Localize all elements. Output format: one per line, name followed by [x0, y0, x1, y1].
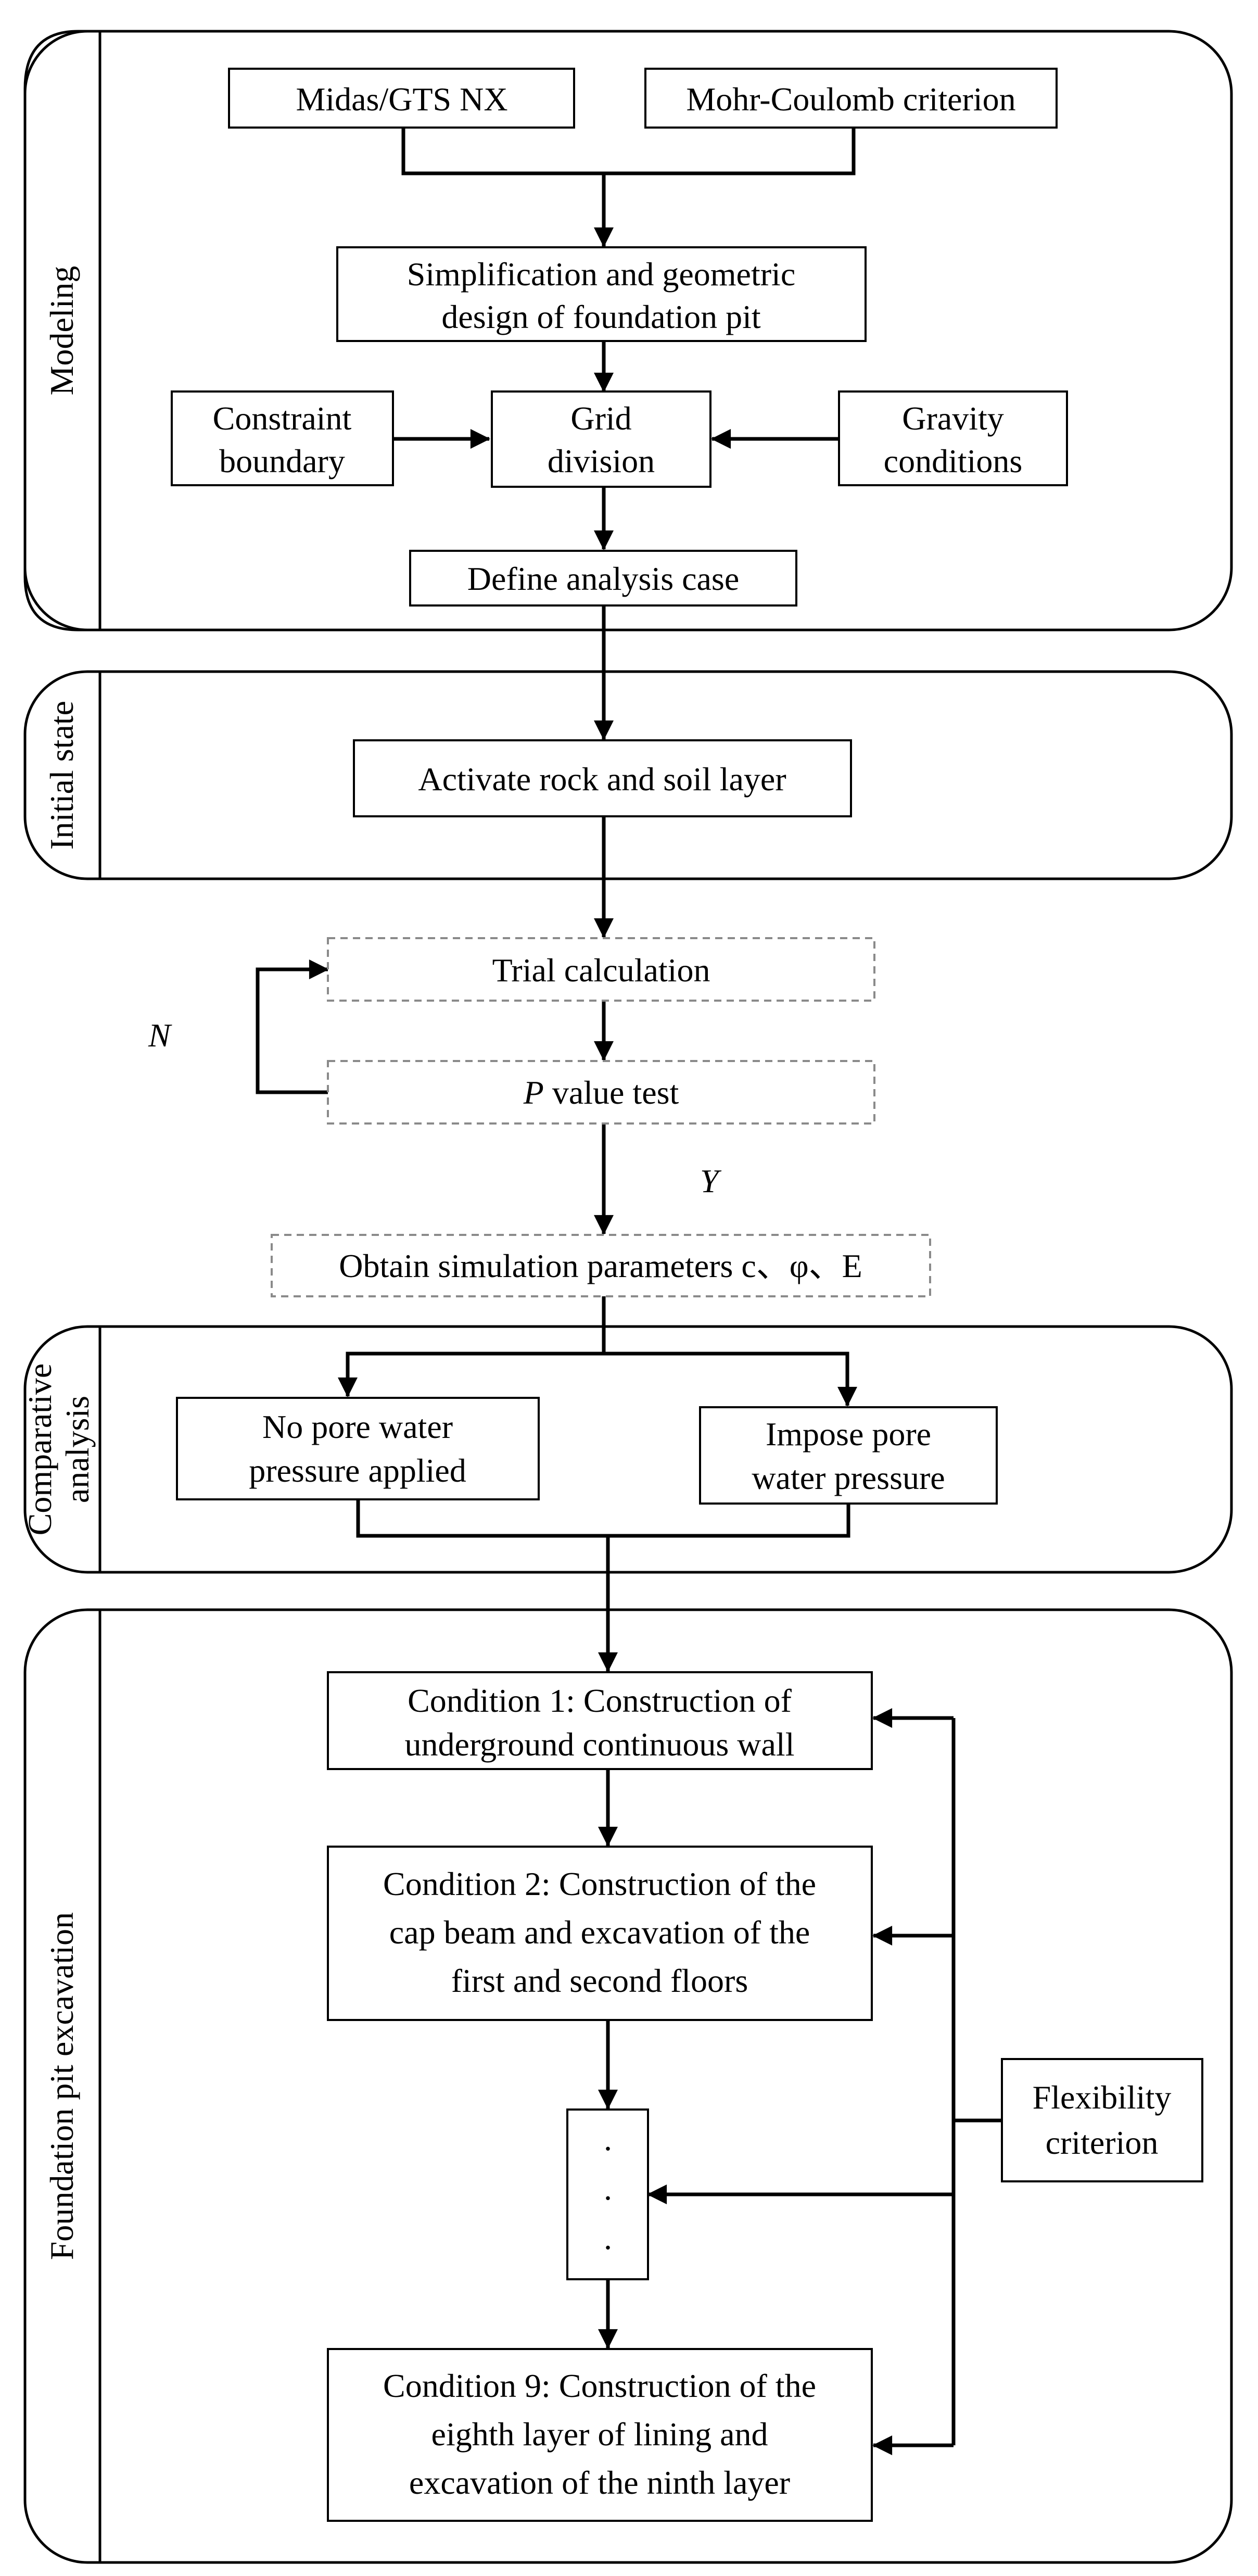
ellipsis-dot-3: .	[604, 2219, 612, 2256]
p-variable: P	[523, 1074, 544, 1111]
svg-text:division: division	[548, 443, 655, 479]
node-constraint-boundary: Constraint boundary	[171, 390, 394, 486]
ellipsis-dot-1: .	[604, 2120, 612, 2157]
ellipsis-dot-2: .	[604, 2170, 612, 2207]
svg-text:excavation of the ninth layer: excavation of the ninth layer	[409, 2464, 790, 2501]
node-ellipsis: . . .	[566, 2108, 649, 2280]
svg-text:Flexibility: Flexibility	[1033, 2079, 1172, 2116]
svg-text:water pressure: water pressure	[752, 1459, 945, 1496]
svg-text:Trial calculation: Trial calculation	[492, 952, 710, 989]
svg-text:No pore water: No pore water	[262, 1408, 453, 1445]
section-label-initial-state: Initial state	[43, 701, 80, 850]
svg-text:design of foundation pit: design of foundation pit	[441, 298, 760, 335]
svg-text:Activate rock and soil layer: Activate rock and soil layer	[418, 761, 786, 798]
svg-text:Impose pore: Impose pore	[766, 1416, 931, 1453]
svg-text:Gravity: Gravity	[902, 400, 1004, 437]
svg-text:Define analysis case: Define analysis case	[467, 560, 739, 597]
connectors	[256, 128, 1002, 2455]
node-condition-2: Condition 2: Construction of the cap bea…	[327, 1846, 873, 2021]
svg-text:Condition 9: Construction of t: Condition 9: Construction of the	[383, 2367, 816, 2404]
node-trial-calculation: Trial calculation	[327, 937, 875, 1002]
section-comparative-analysis: Comparative analysis	[21, 1325, 1233, 1574]
svg-text:boundary: boundary	[219, 443, 345, 479]
svg-text:Condition 2: Construction of t: Condition 2: Construction of the	[383, 1865, 816, 1902]
svg-text:Simplification and geometric: Simplification and geometric	[407, 256, 795, 293]
node-simplification: Simplification and geometric design of f…	[336, 246, 867, 342]
node-midas: Midas/GTS NX	[228, 68, 575, 129]
svg-text:Grid: Grid	[570, 400, 631, 437]
node-flexibility-criterion: Flexibility criterion	[1001, 2058, 1203, 2182]
svg-text:conditions: conditions	[884, 443, 1023, 479]
node-mohr-coulomb: Mohr-Coulomb criterion	[644, 68, 1058, 129]
section-label-excavation: Foundation pit excavation	[43, 1912, 80, 2260]
node-p-value-test: P value test	[327, 1060, 875, 1125]
decision-label-yes: Y	[700, 1163, 722, 1199]
section-label-comparative-1: Comparative	[21, 1363, 58, 1536]
node-define-analysis-case: Define analysis case	[409, 550, 797, 607]
node-grid-division: Grid division	[491, 390, 711, 488]
node-impose-pore-pressure: Impose pore water pressure	[699, 1406, 998, 1505]
svg-text:Mohr-Coulomb criterion: Mohr-Coulomb criterion	[686, 81, 1015, 118]
section-label-comparative-2: analysis	[59, 1396, 96, 1503]
svg-text:P value test: P value test	[523, 1074, 679, 1111]
svg-text:first and second floors: first and second floors	[451, 1962, 748, 1999]
node-gravity-conditions: Gravity conditions	[838, 390, 1068, 486]
svg-text:pressure applied: pressure applied	[249, 1452, 466, 1489]
decision-label-no: N	[148, 1017, 172, 1054]
p-test-label: value test	[544, 1074, 679, 1111]
node-condition-9: Condition 9: Construction of the eighth …	[327, 2348, 873, 2522]
section-foundation-pit-excavation: Foundation pit excavation	[23, 1608, 1233, 2564]
svg-text:criterion: criterion	[1046, 2124, 1159, 2161]
svg-text:underground continuous wall: underground continuous wall	[405, 1726, 795, 1763]
node-activate-layer: Activate rock and soil layer	[353, 739, 852, 817]
svg-text:Condition 1: Construction of: Condition 1: Construction of	[408, 1682, 792, 1719]
svg-text:cap beam and excavation of the: cap beam and excavation of the	[389, 1914, 810, 1951]
svg-text:Constraint: Constraint	[213, 400, 352, 437]
node-obtain-parameters: Obtain simulation parameters c、φ、E	[271, 1234, 931, 1297]
svg-text:Obtain simulation parameters c: Obtain simulation parameters c、φ、E	[339, 1247, 862, 1284]
section-label-modeling: Modeling	[43, 266, 80, 396]
svg-text:eighth layer of lining and: eighth layer of lining and	[431, 2416, 768, 2453]
node-no-pore-pressure: No pore water pressure applied	[176, 1397, 540, 1500]
node-condition-1: Condition 1: Construction of underground…	[327, 1671, 873, 1770]
svg-text:Midas/GTS NX: Midas/GTS NX	[296, 81, 507, 118]
